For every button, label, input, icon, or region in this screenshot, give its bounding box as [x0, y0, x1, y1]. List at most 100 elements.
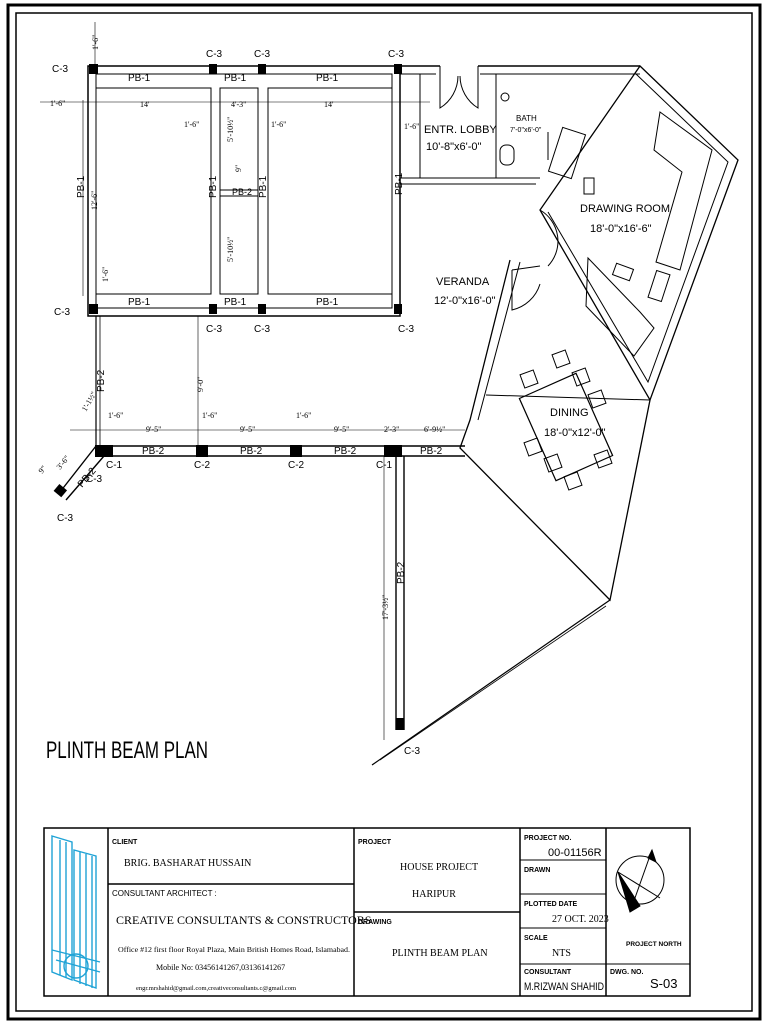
- beam-label: PB-1: [224, 297, 247, 308]
- beam-label: PB-2: [240, 446, 263, 457]
- dimension-label: 9'-0": [196, 377, 205, 392]
- dimension-label: 17'-3½": [381, 595, 390, 620]
- bay-middle: [219, 87, 259, 295]
- plotted-label: PLOTTED DATE: [524, 901, 577, 908]
- beam-label: PB-1: [258, 175, 269, 198]
- dimension-label: 3'-6": [55, 454, 72, 472]
- column-label: C-1: [106, 460, 123, 471]
- drawn-label: DRAWN: [524, 867, 550, 874]
- column-label: C-3: [52, 64, 69, 75]
- column-label: C-1: [376, 460, 393, 471]
- bay-right: [267, 87, 393, 295]
- beam-label: PB-2: [334, 446, 357, 457]
- dimension-label: 4'-3": [231, 100, 246, 109]
- column-label: C-3: [254, 49, 271, 60]
- room-name: BATH: [516, 114, 537, 123]
- dimension-label: 1'-6": [404, 122, 419, 131]
- beam-label: PB-1: [316, 73, 339, 84]
- sheet-outer-border: [6, 3, 762, 1021]
- firm-mobile: Mobile No: 03456141267,03136141267: [156, 963, 285, 972]
- dimension-label: 1'-6": [296, 411, 311, 420]
- dimension-label: 1'-6": [108, 411, 123, 420]
- dimension-label: 12'-6": [90, 191, 99, 210]
- firm-address: Office #12 first floor Royal Plaza, Main…: [118, 945, 350, 954]
- consultant-label: CONSULTANT: [524, 969, 572, 976]
- beam-label: PB-1: [208, 175, 219, 198]
- beam-label: PB-2: [396, 561, 407, 584]
- dimension-label: 14': [324, 100, 334, 109]
- column-label: C-3: [206, 324, 223, 335]
- room-size: 18'-0"x12'-0": [544, 427, 606, 439]
- project-line-2: HARIPUR: [412, 889, 456, 900]
- client-label: CLIENT: [112, 839, 138, 846]
- column-label: C-2: [288, 460, 305, 471]
- beam-label: PB-2: [232, 187, 252, 197]
- room-size: 10'-8"x6'-0": [426, 141, 482, 153]
- column-label: C-3: [254, 324, 271, 335]
- bay-left: [95, 87, 212, 295]
- scale-label: SCALE: [524, 935, 548, 942]
- column-label: C-3: [398, 324, 415, 335]
- room-size: 12'-0"x16'-0": [434, 295, 496, 307]
- project-no-label: PROJECT NO.: [524, 835, 572, 842]
- dimension-label: 9": [234, 165, 243, 172]
- room-size: 7'-0"x6'-0": [510, 127, 542, 134]
- dwg-no: S-03: [650, 976, 677, 991]
- firm-name: CREATIVE CONSULTANTS & CONSTRUCTORS: [116, 913, 371, 927]
- dimension-label: 5'-10½": [226, 117, 235, 142]
- beam-label: PB-1: [394, 172, 405, 195]
- project-label: PROJECT: [358, 839, 392, 846]
- beam-label: PB-1: [224, 73, 247, 84]
- column-label: C-3: [206, 49, 223, 60]
- beam-label: PB-1: [76, 175, 87, 198]
- consultant-name: M.RIZWAN SHAHID: [524, 981, 604, 993]
- room-size: 18'-0"x16'-6": [590, 223, 652, 235]
- column-label: C-2: [194, 460, 211, 471]
- room-name: ENTR. LOBBY: [424, 124, 497, 136]
- plotted-date: 27 OCT. 2023: [552, 914, 609, 925]
- dwg-no-label: DWG. NO.: [610, 969, 643, 976]
- beam-label: PB-1: [316, 297, 339, 308]
- dimension-label: 9": [37, 464, 49, 475]
- dimension-label: 1'-6": [271, 120, 286, 129]
- scale-value: NTS: [552, 948, 571, 959]
- drawing-name: PLINTH BEAM PLAN: [392, 948, 488, 959]
- dimension-label: 9'-5": [240, 425, 255, 434]
- column-label: C-3: [404, 746, 421, 757]
- room-name: DINING: [550, 407, 589, 419]
- consultant-architect-label: CONSULTANT ARCHITECT :: [112, 889, 217, 898]
- drawing-label: DRAWING: [358, 919, 392, 926]
- dining-chairs: [519, 349, 613, 491]
- column-label: C-3: [54, 307, 71, 318]
- beam-label: PB-1: [128, 297, 151, 308]
- dimension-label: 1'-6": [184, 120, 199, 129]
- beam-label: PB-2: [420, 446, 443, 457]
- beam-label: PB-2: [142, 446, 165, 457]
- dimension-label: 9'-5": [146, 425, 161, 434]
- north-label: PROJECT NORTH: [626, 941, 682, 948]
- dimension-label: 9'-5": [334, 425, 349, 434]
- room-name: VERANDA: [436, 276, 490, 288]
- dimension-label: 5'-10½": [226, 237, 235, 262]
- columns: [53, 64, 404, 730]
- column-label: C-3: [86, 474, 103, 485]
- north-arrow-icon: [615, 848, 665, 913]
- client-name: BRIG. BASHARAT HUSSAIN: [124, 858, 251, 869]
- project-no: 00-01156R: [548, 847, 602, 859]
- dimension-label: 6'-9½": [424, 425, 445, 434]
- project-line-1: HOUSE PROJECT: [400, 862, 478, 873]
- beam-label: PB-2: [96, 369, 107, 392]
- beam-label: PB-1: [128, 73, 151, 84]
- column-label: C-3: [388, 49, 405, 60]
- title-block: [43, 827, 691, 997]
- column-label: C-3: [57, 513, 74, 524]
- drawing-title: PLINTH BEAM PLAN: [46, 737, 208, 764]
- company-logo: [51, 835, 101, 989]
- dimension-label: 1'-6": [50, 99, 65, 108]
- dimension-label: 14': [140, 100, 150, 109]
- dimension-label: 2'-3": [384, 425, 399, 434]
- dimension-label: 1'-6": [101, 267, 110, 282]
- room-name: DRAWING ROOM: [580, 203, 670, 215]
- dimension-label: 1'-6": [202, 411, 217, 420]
